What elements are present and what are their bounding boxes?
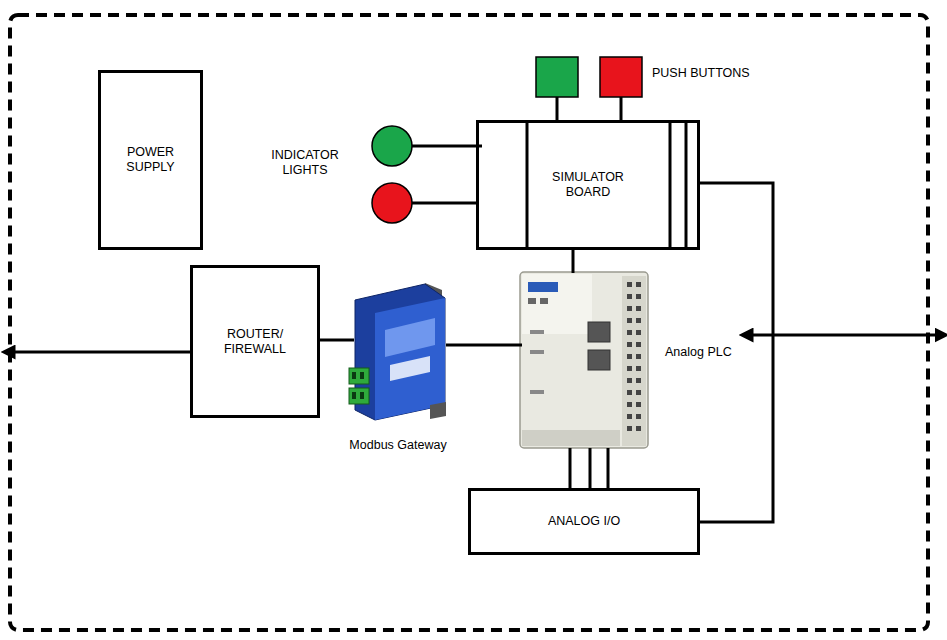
board-divider: [526, 120, 529, 250]
wire-connector: [572, 250, 575, 273]
box-text: ROUTER/ FIREWALL: [215, 327, 295, 357]
enclosure-border: [10, 15, 928, 630]
board-divider: [685, 120, 688, 250]
plc-illustration: [520, 272, 648, 448]
external-arrow: [14, 351, 190, 354]
red-indicator-light: [372, 183, 412, 223]
button-wire: [620, 97, 623, 120]
external-arrow: [752, 334, 936, 337]
light-wire: [412, 145, 482, 148]
box-text: SIMULATOR BOARD: [538, 170, 638, 200]
device-label: Modbus Gateway: [326, 438, 470, 453]
device-label: Analog PLC: [665, 345, 775, 360]
indicator-lights-label: INDICATOR LIGHTS: [255, 148, 355, 178]
gateway-illustration: [349, 283, 446, 420]
box-text: ANALOG I/O: [548, 514, 620, 529]
power-supply-box: POWER SUPPLY: [98, 70, 203, 250]
button-wire: [556, 97, 559, 120]
analog-plc: Analog PLC: [512, 265, 652, 450]
modbus-gateway: Modbus Gateway: [346, 282, 450, 420]
red-push-button: [600, 57, 642, 97]
wire-connector: [446, 344, 522, 347]
analog-io-box: ANALOG I/O: [468, 488, 700, 555]
box-text: POWER SUPPLY: [111, 145, 191, 175]
board-divider: [669, 120, 672, 250]
green-indicator-light: [372, 126, 412, 166]
light-wire: [412, 202, 476, 205]
push-buttons-label: PUSH BUTTONS: [652, 66, 782, 81]
simulator-board-box: SIMULATOR BOARD: [476, 120, 700, 250]
wire-connector: [570, 448, 608, 488]
green-push-button: [536, 57, 578, 97]
wire-connector: [320, 339, 354, 342]
router-firewall-box: ROUTER/ FIREWALL: [190, 265, 320, 418]
